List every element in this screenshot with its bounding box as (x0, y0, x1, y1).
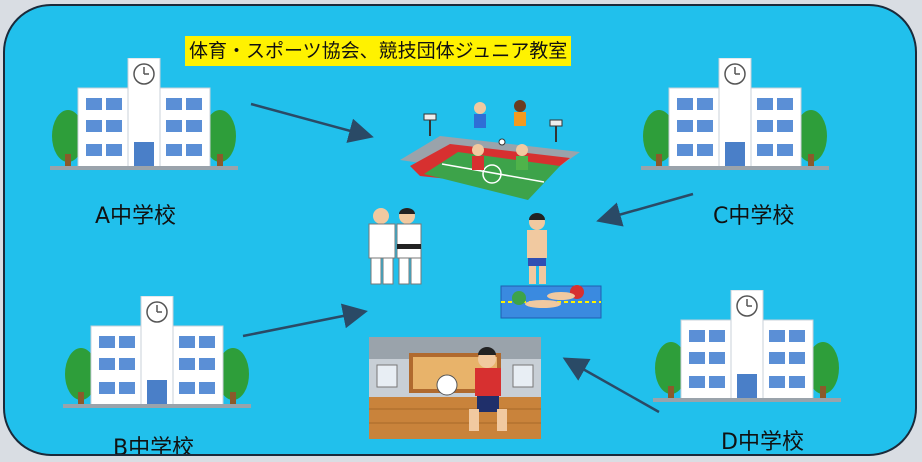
volleyball-gym-illustration (369, 337, 541, 439)
arrow-a-to-soccer (250, 102, 374, 143)
arrow-c-to-swimming (596, 192, 694, 227)
arrows-layer (242, 102, 694, 414)
diagram-panel: 体育・スポーツ協会、競技団体ジュニア教室 (3, 4, 917, 456)
judo-illustration (363, 204, 429, 288)
swimming-illustration (499, 212, 603, 322)
arrow-b-to-center (242, 303, 368, 338)
school-d-label: D中学校 (721, 430, 804, 455)
arrow-d-to-volleyball (562, 357, 660, 414)
soccer-stadium-illustration (400, 96, 580, 214)
diagram-title: 体育・スポーツ協会、競技団体ジュニア教室 (185, 36, 572, 66)
school-a-label: A中学校 (95, 204, 177, 229)
school-b-label: B中学校 (113, 436, 195, 456)
school-c-label: C中学校 (713, 204, 795, 229)
